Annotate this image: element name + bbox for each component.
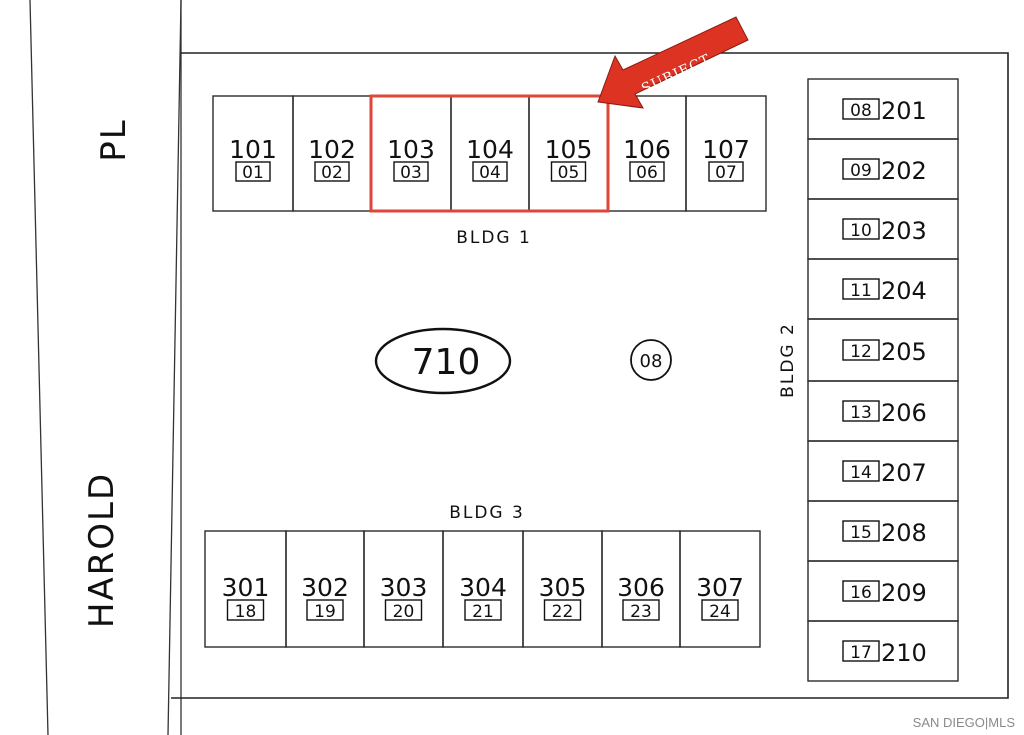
parcel-box xyxy=(842,460,880,482)
unit-number: 305 xyxy=(539,573,587,602)
subject-highlight xyxy=(369,94,610,213)
parcel-box xyxy=(384,599,423,621)
bldg-3-label: BLDG 3 xyxy=(449,503,525,523)
bldg-2-label: BLDG 2 xyxy=(778,322,798,398)
parcel-box xyxy=(393,161,429,182)
parcel-box xyxy=(226,599,265,621)
unit-number: 103 xyxy=(387,135,435,164)
parcel-box xyxy=(472,161,508,182)
parcel-number: 04 xyxy=(479,163,501,183)
unit-number: 202 xyxy=(881,157,927,185)
map-ref-circle xyxy=(630,339,672,381)
unit-number: 301 xyxy=(222,573,270,602)
parcel-number: 15 xyxy=(850,523,872,543)
parcel-box xyxy=(842,520,880,542)
parcel-number: 20 xyxy=(393,602,415,622)
bldg-1-label: BLDG 1 xyxy=(456,228,532,248)
parcel-box xyxy=(842,580,880,602)
parcel-number: 05 xyxy=(558,163,580,183)
unit-number: 106 xyxy=(623,135,671,164)
unit-number: 302 xyxy=(301,573,349,602)
parcel-box xyxy=(629,161,665,182)
parcel-box xyxy=(842,278,880,300)
parcel-number: 24 xyxy=(709,602,731,622)
street-edge-right-lower xyxy=(167,0,182,735)
parcel-number: 03 xyxy=(400,163,422,183)
parcel-number: 16 xyxy=(850,583,872,603)
parcel-box xyxy=(543,599,582,621)
unit-number: 210 xyxy=(881,639,927,667)
unit-number: 307 xyxy=(696,573,744,602)
parcel-number: 11 xyxy=(850,281,872,301)
parcel-number: 06 xyxy=(636,163,658,183)
parcel-number: 23 xyxy=(630,602,652,622)
street-name-pl: PL xyxy=(94,118,134,161)
street-edge-left xyxy=(29,0,49,735)
parcel-box xyxy=(842,400,880,422)
unit-number: 204 xyxy=(881,277,927,305)
parcel-box xyxy=(314,161,350,182)
unit-number: 203 xyxy=(881,217,927,245)
unit-number: 102 xyxy=(308,135,356,164)
unit-number: 105 xyxy=(545,135,593,164)
parcel-number: 19 xyxy=(314,602,336,622)
lot-boundary xyxy=(171,52,1009,699)
unit-number: 306 xyxy=(617,573,665,602)
unit-number: 304 xyxy=(459,573,507,602)
parcel-number: 02 xyxy=(321,163,343,183)
parcel-number: 14 xyxy=(850,463,872,483)
parcel-box xyxy=(622,599,660,621)
parcel-number: 01 xyxy=(242,163,264,183)
subject-arrow: SUBJECT xyxy=(597,16,749,109)
parcel-number: 17 xyxy=(850,643,872,663)
unit-number: 104 xyxy=(466,135,514,164)
unit-number: 206 xyxy=(881,399,927,427)
unit-number: 101 xyxy=(229,135,277,164)
parcel-box xyxy=(842,218,880,240)
unit-number: 208 xyxy=(881,519,927,547)
unit-number: 207 xyxy=(881,459,927,487)
unit-cell xyxy=(679,530,761,648)
street-name-harold: HAROLD xyxy=(82,472,122,628)
parcel-number: 12 xyxy=(850,342,872,362)
parcel-box xyxy=(842,339,880,361)
parcel-number: 13 xyxy=(850,403,872,423)
parcel-box xyxy=(235,161,271,182)
unit-number: 201 xyxy=(881,97,927,125)
lot-number: 710 xyxy=(412,342,481,383)
parcel-box xyxy=(306,599,344,621)
parcel-box xyxy=(842,98,880,120)
unit-number: 205 xyxy=(881,338,927,366)
parcel-number: 21 xyxy=(472,602,494,622)
unit-number: 107 xyxy=(702,135,750,164)
unit-number: 209 xyxy=(881,579,927,607)
parcel-number: 18 xyxy=(235,602,257,622)
lot-number-oval xyxy=(374,327,512,395)
parcel-number: 08 xyxy=(850,101,872,121)
parcel-box xyxy=(550,161,587,182)
parcel-number: 07 xyxy=(715,163,737,183)
parcel-number: 22 xyxy=(552,602,574,622)
unit-cell xyxy=(807,620,959,682)
parcel-box xyxy=(708,161,744,182)
parcel-box xyxy=(701,599,739,621)
parcel-number: 09 xyxy=(850,161,872,181)
unit-cell xyxy=(685,95,767,212)
unit-number: 303 xyxy=(380,573,428,602)
parcel-number: 10 xyxy=(850,221,872,241)
parcel-box xyxy=(842,640,880,662)
mls-watermark: SAN DIEGO|MLS xyxy=(913,715,1016,730)
parcel-box xyxy=(842,158,880,180)
parcel-box xyxy=(464,599,502,621)
building-2: 08 201 09 202 10 203 11 204 12 205 13 206 14 207 15 208… xyxy=(807,78,959,682)
map-ref: 08 xyxy=(640,351,663,372)
